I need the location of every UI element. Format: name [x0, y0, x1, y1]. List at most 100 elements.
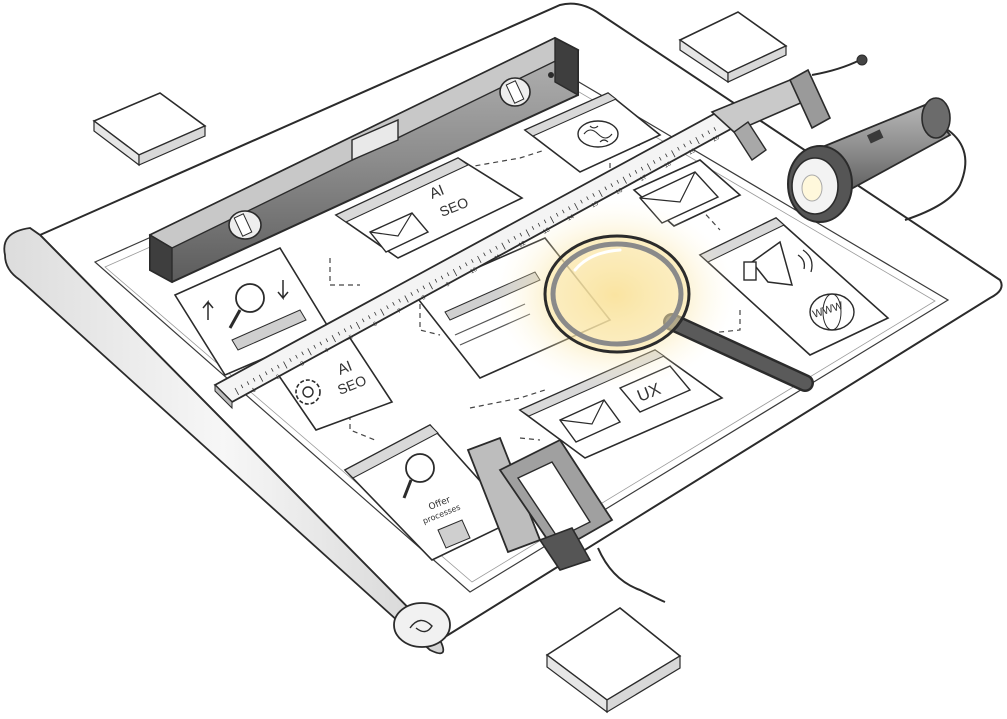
ruler-tick-mark: [246, 381, 250, 385]
ruler-tick-label: 4: [324, 347, 330, 354]
ruler-tick-label: 1: [251, 387, 257, 394]
ruler-tick-mark: [477, 255, 482, 263]
ruler-tick-mark: [707, 130, 711, 135]
card-brain: [523, 92, 662, 173]
ruler-tick-mark: [568, 206, 571, 211]
ruler-tick-mark: [646, 163, 652, 171]
card-left-ai-label: AI: [335, 358, 355, 379]
caliper-icon: [466, 436, 666, 603]
ruler-tick-mark: [277, 364, 280, 369]
globe-icon: WWW: [809, 293, 855, 331]
ruler-tick-mark: [659, 156, 662, 161]
ruler-tick-mark: [410, 292, 413, 296]
ruler-tick-mark: [519, 232, 523, 237]
ruler-tick-label: 15: [591, 201, 600, 210]
brain-icon: [577, 120, 619, 148]
ruler-tick-mark: [677, 146, 680, 151]
upload-arrows-icon: [202, 280, 289, 320]
ruler-tick-label: 12: [518, 240, 527, 249]
search-icon: [228, 283, 265, 329]
ruler-tick-mark: [562, 209, 565, 214]
ruler-tick-mark: [531, 226, 535, 230]
ruler-tick-mark: [440, 275, 444, 280]
ruler-tick-mark: [555, 212, 559, 217]
ruler-tick-label: 19: [688, 148, 697, 157]
ruler-tick-mark: [640, 166, 644, 171]
ruler-tick-mark: [295, 354, 298, 359]
ruler-tick-mark: [586, 196, 589, 201]
ruler-tick-mark: [592, 193, 595, 197]
ruler-tick-mark: [343, 328, 347, 333]
magnifying-glass-icon: [543, 234, 814, 392]
ruler-tick-mark: [386, 305, 389, 310]
ruler-tick-label: 20: [712, 135, 721, 144]
caliper-icon: [710, 54, 868, 161]
card-top-ai-label: AI: [427, 182, 447, 203]
ruler-tick-mark: [489, 249, 492, 253]
ruler-tick-mark: [665, 153, 668, 158]
ruler-tick-mark: [361, 318, 365, 323]
ruler-tick-mark: [671, 150, 676, 158]
ruler-tick-label: 11: [494, 254, 503, 263]
ruler-tick-label: 3: [300, 361, 306, 368]
ruler-tick-mark: [325, 338, 329, 343]
ruler-tick-label: 13: [542, 227, 551, 236]
ruler-tick-mark: [701, 133, 704, 138]
ruler-tick-label: 6: [372, 321, 378, 328]
ruler-tick-mark: [652, 160, 656, 164]
ruler-tick-mark: [458, 265, 462, 270]
spirit-level-icon: [148, 36, 580, 284]
ruler-tick-mark: [713, 127, 717, 131]
envelope-icon: [368, 212, 430, 253]
megaphone-icon: [743, 240, 813, 286]
ruler-tick-mark: [416, 288, 420, 293]
ruler-tick-mark: [549, 216, 555, 224]
ruler-tick-mark: [452, 269, 458, 277]
search-icon: [402, 453, 435, 499]
ruler-tick-mark: [465, 262, 468, 267]
ruler-tick-label: 16: [615, 187, 624, 196]
ruler-tick-label: 5: [348, 334, 354, 341]
ruler-tick-mark: [695, 137, 700, 145]
ruler-tick-mark: [258, 374, 264, 382]
ruler-tick-mark: [240, 384, 244, 389]
ruler-tick-mark: [616, 179, 620, 184]
ruler-tick-mark: [574, 203, 579, 211]
ruler-tick-label: 7: [397, 308, 403, 315]
ruler-tick-mark: [264, 371, 268, 376]
ruler-tick-label: 9: [445, 281, 451, 288]
ruler-tick-mark: [289, 358, 292, 362]
gear-icon: [295, 379, 321, 405]
ruler-tick-mark: [355, 321, 361, 329]
ruler-tick-mark: [404, 295, 409, 303]
ruler-tick-mark: [392, 302, 395, 306]
flashlight-icon: [787, 97, 967, 223]
ruler-tick-label: 8: [421, 295, 427, 302]
ruler-tick-mark: [525, 229, 530, 237]
ruler-tick-mark: [398, 298, 401, 303]
ruler-tick-mark: [234, 387, 239, 395]
ruler-tick-mark: [319, 341, 323, 346]
ruler-tick-mark: [368, 315, 371, 319]
ruler-tick-mark: [446, 272, 450, 277]
ruler-tick-mark: [422, 285, 426, 290]
card-megaphone-www: WWW: [698, 217, 890, 356]
ruler-tick-mark: [622, 176, 627, 184]
ruler-tick-label: 18: [663, 161, 672, 170]
sticky-note-icon: [92, 92, 207, 167]
ruler-tick-mark: [337, 331, 341, 336]
ruler-tick-mark: [628, 173, 632, 178]
ruler-tick-label: 2: [275, 374, 281, 381]
ruler-tick-mark: [434, 278, 438, 283]
ruler-tick-mark: [580, 199, 583, 204]
ruler-tick-mark: [271, 368, 274, 372]
ruler-tick-mark: [683, 143, 686, 148]
ruler-tick-label: 17: [639, 174, 648, 183]
ruler-tick-mark: [428, 282, 433, 290]
ruler-tick-mark: [483, 252, 486, 257]
ruler-tick-mark: [543, 219, 547, 224]
card-ai-seo-top: AI SEO: [334, 157, 524, 259]
